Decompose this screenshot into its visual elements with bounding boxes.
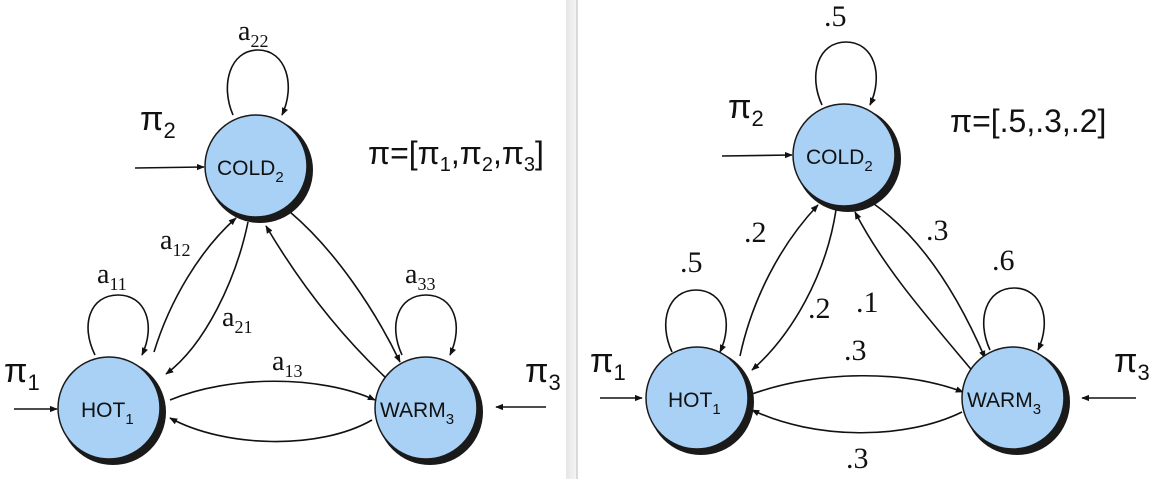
left-pi-vector: π=[π1,π2,π3] <box>368 135 544 176</box>
left-label-a22-sub: 22 <box>250 31 268 51</box>
right-edge-hot-self <box>664 289 728 353</box>
left-label-pi3-base: π <box>525 352 548 390</box>
right-edge-warm-to-cold <box>854 211 976 375</box>
left-node-warm-sub: 3 <box>446 411 454 428</box>
left-label-a22-base: a <box>238 16 251 47</box>
left-diagram: COLD2 HOT1 WARM3 a22 a11 a33 a12 a21 a13… <box>4 16 561 465</box>
right-edge-hot-to-cold <box>739 204 819 357</box>
left-label-a13-base: a <box>272 346 285 377</box>
left-label-pi2-sub: 2 <box>163 118 175 143</box>
right-node-warm: WARM3 <box>961 346 1070 455</box>
right-edge-cold-to-hot <box>751 209 837 371</box>
right-label-cold-self: .5 <box>824 0 847 33</box>
right-label-warm-to-cold: .1 <box>856 286 879 319</box>
right-edge-pi2-in <box>721 151 793 159</box>
left-node-cold: COLD2 <box>204 114 313 223</box>
left-node-hot-name: HOT <box>81 399 126 422</box>
right-edge-warm-to-hot <box>751 409 963 434</box>
left-node-hot: HOT1 <box>57 356 166 465</box>
left-edge-warm-cold <box>265 225 387 379</box>
right-edges <box>600 41 1136 434</box>
right-label-hot-to-cold: .2 <box>744 216 767 249</box>
right-label-warm-to-hot: .3 <box>846 442 869 475</box>
right-node-cold: COLD2 <box>792 103 901 212</box>
right-node-cold-sub: 2 <box>864 158 872 175</box>
right-node-hot: HOT1 <box>645 346 754 455</box>
right-label-pi2-base: π <box>728 88 751 126</box>
svg-text:π2: π2 <box>140 100 176 143</box>
left-edge-warm-hot <box>169 417 373 443</box>
right-label-pi3-base: π <box>1114 342 1137 380</box>
svg-text:a33: a33 <box>405 259 435 294</box>
right-label-warm-self: .6 <box>992 244 1015 277</box>
left-label-a13-sub: 13 <box>284 361 302 381</box>
left-edge-cold-warm <box>289 211 401 363</box>
left-edge-a13 <box>169 380 376 401</box>
left-label-pi1-sub: 1 <box>27 370 39 395</box>
left-edge-a11-loop <box>87 294 150 356</box>
left-node-warm-name: WARM <box>380 399 446 422</box>
right-label-pi2-sub: 2 <box>751 106 763 131</box>
right-label-hot-to-warm: .3 <box>844 334 867 367</box>
svg-text:COLD2: COLD2 <box>217 157 284 186</box>
right-node-warm-sub: 3 <box>1033 401 1041 418</box>
svg-text:a12: a12 <box>160 225 190 260</box>
left-label-pi3-sub: 3 <box>548 370 560 395</box>
right-label-pi1-base: π <box>590 342 613 380</box>
left-edges <box>14 49 546 443</box>
svg-text:COLD2: COLD2 <box>806 146 873 175</box>
right-label-pi1-sub: 1 <box>613 360 625 385</box>
panel-divider <box>566 0 578 479</box>
svg-text:π3: π3 <box>525 352 561 395</box>
svg-text:a13: a13 <box>272 346 302 381</box>
left-label-a33-sub: 33 <box>417 274 435 294</box>
left-label-a11-sub: 11 <box>109 274 126 294</box>
svg-text:π1: π1 <box>4 352 40 395</box>
left-edge-a12 <box>153 217 237 353</box>
left-label-a11-base: a <box>97 259 110 290</box>
svg-text:WARM3: WARM3 <box>380 399 454 428</box>
svg-text:a22: a22 <box>238 16 268 51</box>
left-label-pi1-base: π <box>4 352 27 390</box>
right-diagram: COLD2 HOT1 WARM3 .5 .5 .6 .2 .2 .3 .1 .3… <box>590 0 1150 475</box>
right-node-hot-sub: 1 <box>712 401 720 418</box>
left-label-a12-base: a <box>160 225 173 256</box>
left-label-a33-base: a <box>405 259 418 290</box>
right-edge-cold-to-warm <box>873 203 986 359</box>
right-label-pi3-sub: 3 <box>1137 360 1149 385</box>
left-edge-pi2-in <box>134 163 205 171</box>
left-node-cold-name: COLD <box>217 157 275 180</box>
svg-text:HOT1: HOT1 <box>81 399 134 428</box>
svg-text:π3: π3 <box>1114 342 1150 385</box>
left-node-cold-sub: 2 <box>275 169 283 186</box>
right-node-cold-name: COLD <box>806 146 864 169</box>
right-edge-cold-self <box>814 41 878 106</box>
svg-text:a21: a21 <box>222 302 252 337</box>
svg-text:π1: π1 <box>590 342 626 385</box>
right-edge-hot-to-warm <box>751 374 964 395</box>
right-node-hot-name: HOT <box>668 389 713 412</box>
svg-text:WARM3: WARM3 <box>967 389 1041 418</box>
left-node-hot-sub: 1 <box>125 411 133 428</box>
right-edge-warm-self <box>982 287 1046 351</box>
left-label-a21-sub: 21 <box>234 317 252 337</box>
svg-text:a11: a11 <box>97 259 127 294</box>
svg-text:HOT1: HOT1 <box>668 389 721 418</box>
right-label-cold-to-hot: .2 <box>808 292 831 325</box>
right-label-hot-self: .5 <box>680 246 703 279</box>
left-label-pi2-base: π <box>140 100 163 138</box>
left-edge-a22-loop <box>226 49 290 116</box>
right-pi-vector: π=[.5,.3,.2] <box>950 103 1106 139</box>
left-edge-a33-loop <box>394 294 458 356</box>
left-edge-a21 <box>165 221 249 375</box>
right-label-cold-to-warm: .3 <box>926 214 949 247</box>
left-label-a21-base: a <box>222 302 235 333</box>
left-label-a12-sub: 12 <box>172 240 190 260</box>
svg-text:π2: π2 <box>728 88 764 131</box>
right-node-warm-name: WARM <box>967 389 1033 412</box>
left-node-warm: WARM3 <box>374 356 483 465</box>
